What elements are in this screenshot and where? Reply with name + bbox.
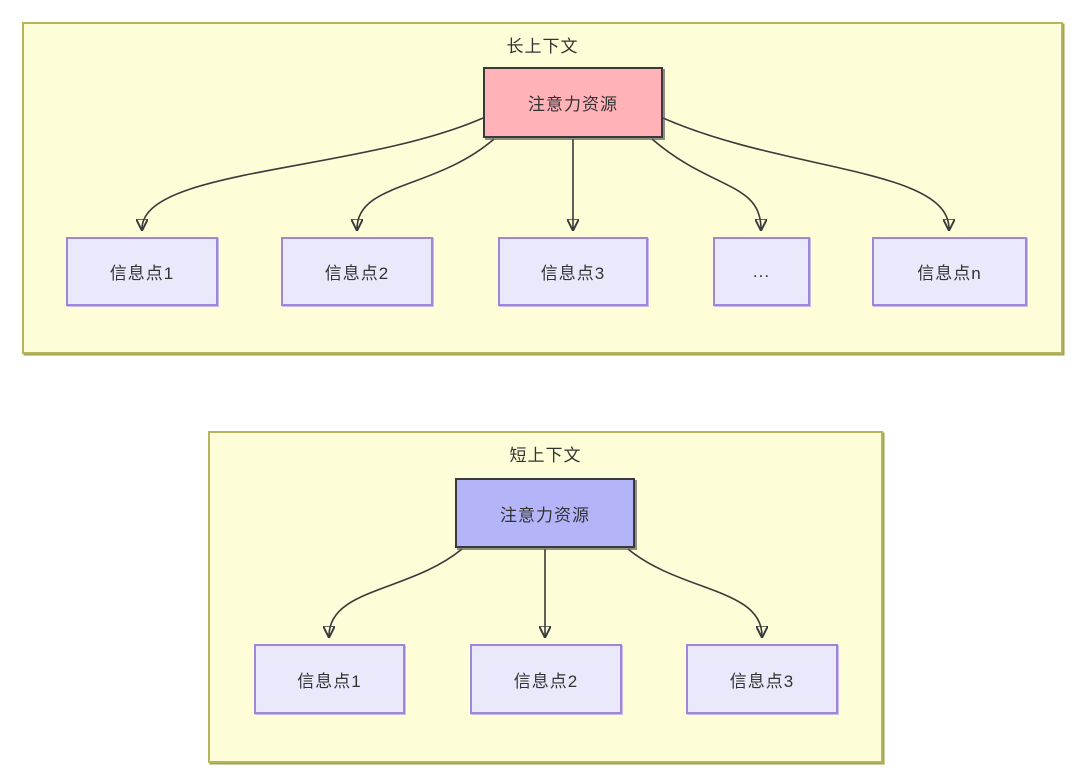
long-info-node-n: 信息点n bbox=[872, 237, 1027, 306]
long-info-node-1: 信息点1 bbox=[66, 237, 218, 306]
short-info-node-1: 信息点1 bbox=[254, 644, 405, 714]
long-attention-resource-node: 注意力资源 bbox=[483, 67, 663, 138]
short-info-node-3: 信息点3 bbox=[686, 644, 838, 714]
short-attention-resource-node: 注意力资源 bbox=[455, 478, 635, 548]
short-context-title: 短上下文 bbox=[509, 446, 582, 465]
long-info-node-2: 信息点2 bbox=[281, 237, 433, 306]
long-context-title: 长上下文 bbox=[506, 37, 579, 56]
short-info-node-2: 信息点2 bbox=[470, 644, 622, 714]
long-info-node-3: 信息点3 bbox=[498, 237, 648, 306]
long-info-node-ellipsis: ... bbox=[713, 237, 810, 306]
